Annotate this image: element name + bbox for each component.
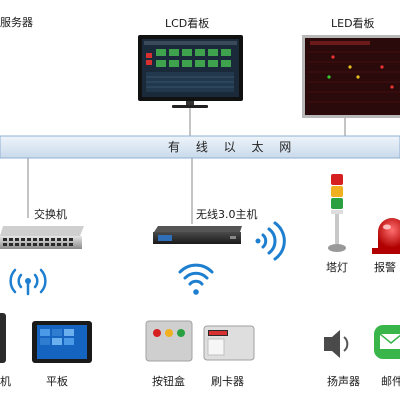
wireless-host-node[interactable]: 无线3.0主机 bbox=[153, 207, 258, 244]
alarm-light-icon bbox=[372, 218, 400, 254]
speaker-label: 扬声器 bbox=[327, 374, 360, 388]
led-board-node[interactable]: LED看板 bbox=[302, 16, 400, 118]
card-reader-icon bbox=[203, 325, 255, 361]
connector-lines bbox=[27, 107, 346, 224]
server-node: 服务器 bbox=[0, 16, 33, 29]
button-box-label: 按钮盒 bbox=[152, 374, 185, 388]
speaker-icon bbox=[324, 330, 349, 358]
tower-light-node[interactable]: 塔灯 bbox=[326, 174, 348, 274]
wireless-host-label: 无线3.0主机 bbox=[196, 207, 258, 221]
mail-label: 邮件 bbox=[381, 375, 400, 388]
led-board-label: LED看板 bbox=[331, 16, 375, 30]
alarm-label: 报警 bbox=[374, 260, 396, 274]
lcd-board-label: LCD看板 bbox=[165, 16, 209, 30]
tower-light-label: 塔灯 bbox=[326, 261, 348, 274]
wifi-icon bbox=[178, 263, 214, 295]
card-reader-node[interactable]: 刷卡器 bbox=[203, 325, 255, 388]
ethernet-bus-label: 有 线 以 太 网 bbox=[168, 139, 297, 154]
wireless-host-icon bbox=[153, 226, 242, 244]
mail-icon bbox=[374, 325, 400, 359]
tablet-label: 平板 bbox=[46, 374, 68, 388]
phone-node[interactable]: 机 bbox=[0, 313, 11, 388]
phone-label: 机 bbox=[0, 374, 11, 388]
alarm-node[interactable]: 报警 bbox=[372, 218, 400, 274]
tablet-icon bbox=[32, 321, 92, 363]
mail-node[interactable]: 邮件 bbox=[374, 325, 400, 388]
button-box-icon bbox=[145, 320, 193, 362]
speaker-node[interactable]: 扬声器 bbox=[324, 330, 360, 388]
button-box-node[interactable]: 按钮盒 bbox=[145, 320, 193, 388]
lcd-board-node[interactable]: LCD看板 bbox=[138, 16, 243, 108]
wifi-icon bbox=[255, 221, 286, 261]
tablet-node[interactable]: 平板 bbox=[32, 321, 92, 388]
wifi-icon bbox=[9, 268, 47, 296]
switch-node[interactable]: 交换机 bbox=[0, 207, 84, 249]
server-label: 服务器 bbox=[0, 16, 33, 29]
phone-icon bbox=[0, 313, 6, 363]
lcd-monitor-icon bbox=[138, 35, 243, 108]
card-reader-label: 刷卡器 bbox=[211, 375, 244, 388]
led-board-icon bbox=[302, 35, 400, 118]
ethernet-bus: 有 线 以 太 网 bbox=[0, 135, 400, 159]
network-switch-icon bbox=[0, 226, 84, 249]
switch-label: 交换机 bbox=[34, 207, 67, 221]
tower-light-icon bbox=[328, 174, 346, 252]
